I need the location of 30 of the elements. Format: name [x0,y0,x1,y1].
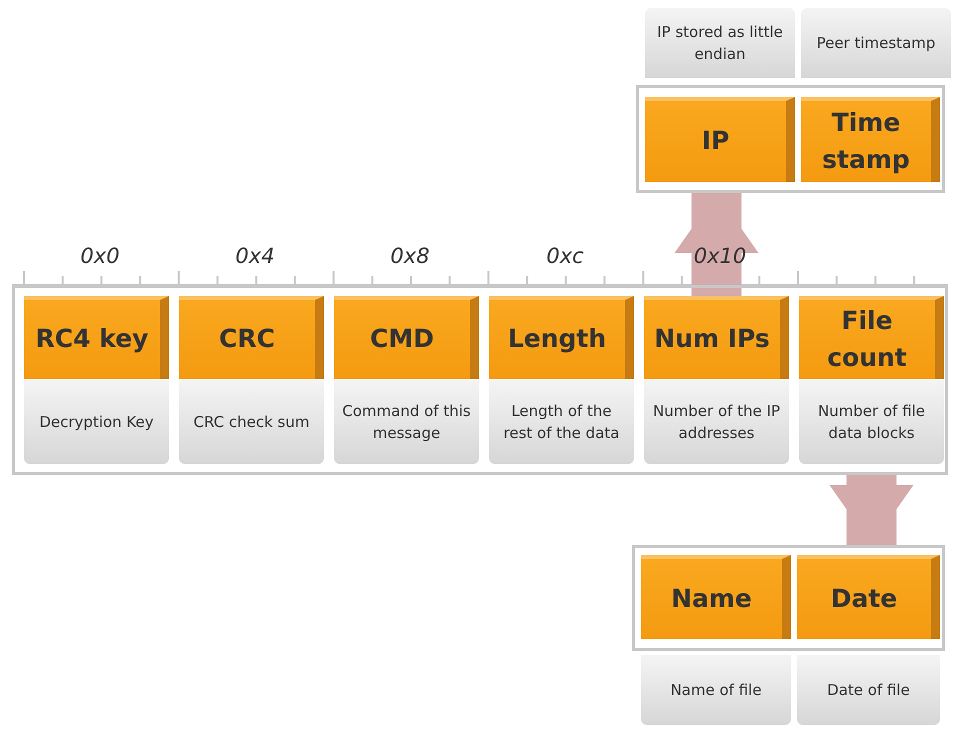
frame-box [12,285,948,475]
description-box: Peer timestamp [801,8,951,78]
description-box: Number of the IP addresses [644,380,789,464]
field-box: Time stamp [801,97,940,182]
arrow [674,193,758,296]
field-box: IP [645,97,795,182]
description-box: Decryption Key [24,380,169,464]
frame-box [636,85,945,193]
field-box: Date [797,555,940,639]
offset-label: 0x10 [694,244,746,268]
offset-label: 0x4 [235,244,275,268]
frame-box [632,545,945,651]
offset-label: 0xc [546,244,584,268]
description-box: CRC check sum [179,380,324,464]
description-box: Number of file data blocks [799,380,944,464]
arrow [830,475,914,545]
description-box: Length of the rest of the data [489,380,634,464]
offset-label: 0x8 [390,244,430,268]
field-box: CMD [334,296,479,379]
field-box: Name [641,555,791,639]
field-box: Num IPs [644,296,789,379]
field-box: File count [799,296,944,379]
offset-label: 0x0 [80,244,120,268]
field-box: CRC [179,296,324,379]
field-box: RC4 key [24,296,169,379]
field-box: Length [489,296,634,379]
description-box: Date of file [797,655,940,725]
description-box: Command of this message [334,380,479,464]
description-box: Name of file [641,655,791,725]
description-box: IP stored as little endian [645,8,795,78]
